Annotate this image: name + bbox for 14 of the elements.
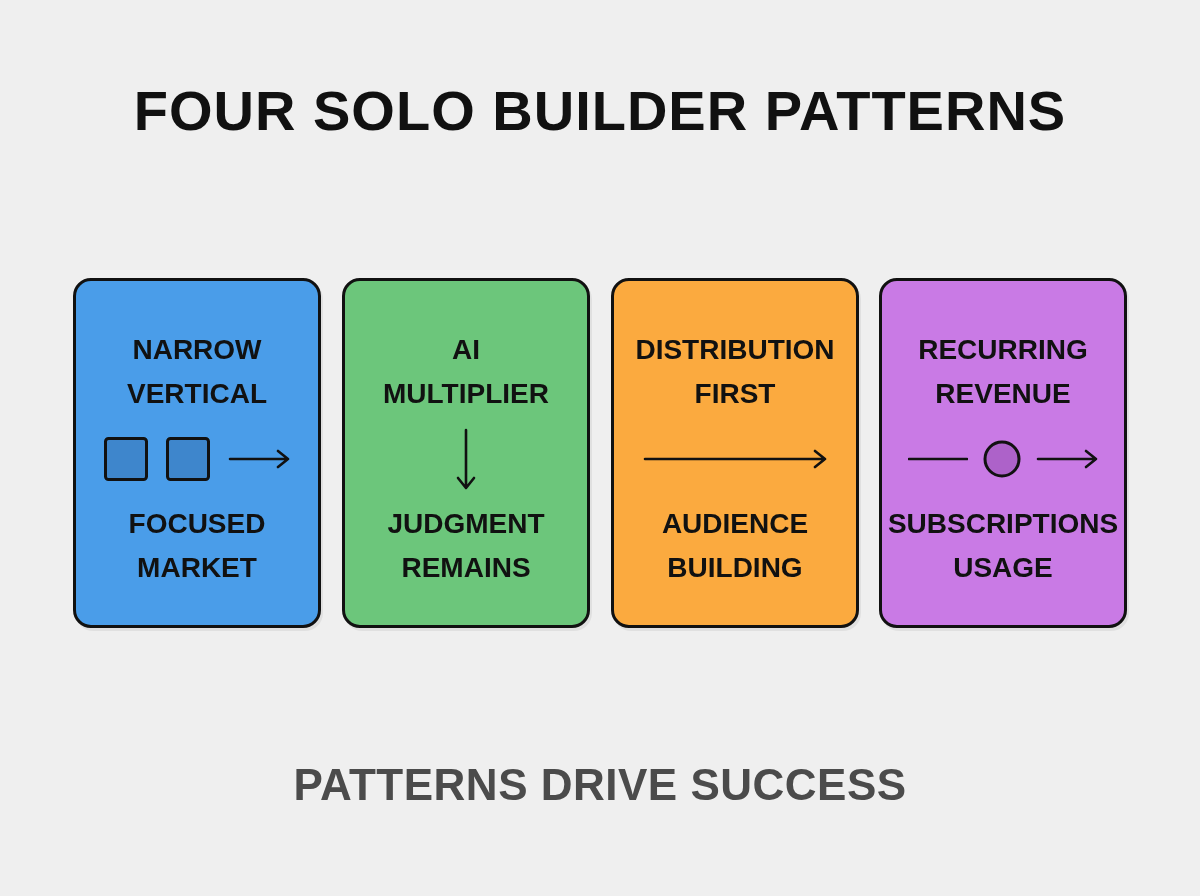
card-text: AUDIENCE BUILDING [660,507,810,585]
card-text: FOCUSED MARKET [127,507,267,585]
card-heading: AI MULTIPLIER [382,333,550,411]
pattern-card [73,278,321,628]
card-heading: DISTRIBUTION FIRST [634,333,836,411]
card-heading: RECURRING REVENUE [917,333,1089,411]
card-text: SUBSCRIPTIONS USAGE [886,507,1120,585]
diagram-title: FOUR SOLO BUILDER PATTERNS [133,78,1067,144]
card-text: JUDGMENT REMAINS [386,507,546,585]
pattern-card [879,278,1127,628]
card-heading: NARROW VERTICAL [126,333,268,411]
pattern-card [611,278,859,628]
pattern-card [342,278,590,628]
diagram-caption: PATTERNS DRIVE SUCCESS [293,759,907,811]
